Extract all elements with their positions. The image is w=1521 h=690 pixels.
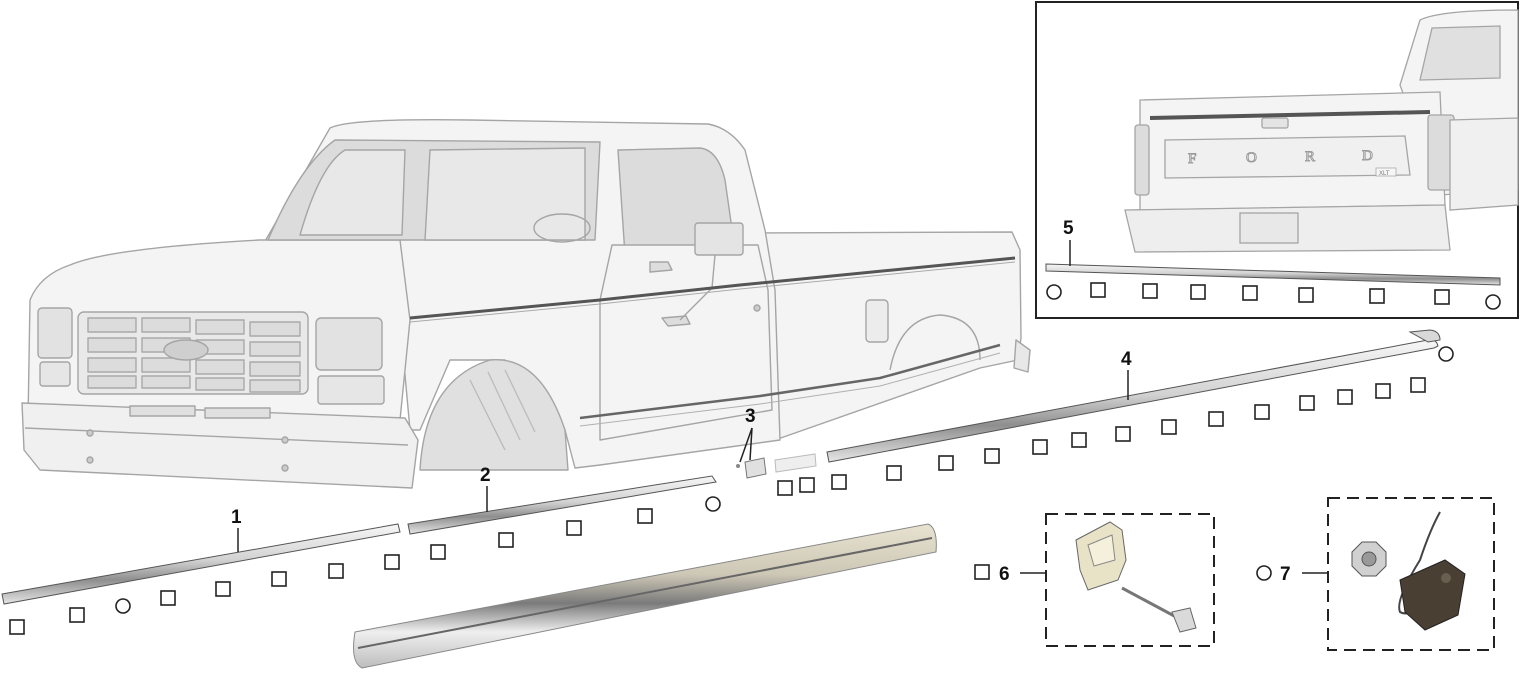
square-marker (1071, 432, 1087, 448)
flange-nut (1351, 541, 1387, 577)
square-marker (215, 581, 231, 597)
square-marker (1375, 383, 1391, 399)
square-marker (886, 465, 902, 481)
square-marker (1337, 389, 1353, 405)
callout-1: 1 (231, 507, 242, 528)
callout-2: 2 (480, 465, 491, 486)
tailgate-letter-d: D (1362, 148, 1373, 164)
square-marker (637, 508, 653, 524)
fuel-door (865, 299, 889, 343)
callout-3: 3 (745, 406, 756, 427)
square-marker (160, 590, 176, 606)
square-marker (1115, 426, 1131, 442)
molding-part-3-pieces (736, 453, 817, 479)
tailgate-badge: XLT (1379, 171, 1390, 177)
square-marker (1299, 395, 1315, 411)
circle-marker (115, 598, 131, 614)
callout-4: 4 (1121, 349, 1132, 370)
callout-5: 5 (1063, 218, 1074, 239)
square-marker (1142, 283, 1158, 299)
front-wheel-well (419, 359, 569, 471)
circle-marker (1256, 565, 1272, 581)
callout-7: 7 (1280, 564, 1291, 585)
molding-part-2 (407, 475, 717, 535)
square-marker (1434, 289, 1450, 305)
square-marker (328, 563, 344, 579)
part-6-clip-box (1045, 513, 1215, 647)
circle-marker (705, 496, 721, 512)
square-marker (799, 477, 815, 493)
part-7-retainer-box (1327, 497, 1495, 651)
molding-part-1 (1, 523, 401, 605)
retainer-clip (1399, 559, 1466, 631)
square-marker (777, 480, 793, 496)
front-bumper (21, 402, 419, 489)
square-marker (974, 564, 990, 580)
square-marker (1298, 287, 1314, 303)
square-marker (9, 619, 25, 635)
side-mirror (694, 222, 744, 256)
square-marker (566, 520, 582, 536)
square-marker (1032, 439, 1048, 455)
molding-part-4 (826, 329, 1441, 463)
tailgate-lettering: F O R D XLT (1188, 148, 1397, 177)
tailgate-inset: F O R D XLT 5 (1035, 1, 1519, 319)
rear-wheel-well (889, 314, 981, 371)
hardware-markers (9, 346, 1454, 635)
square-marker (271, 571, 287, 587)
truck-illustration (21, 118, 1031, 489)
left-headlight (37, 307, 73, 359)
square-marker (938, 455, 954, 471)
square-marker (831, 474, 847, 490)
square-marker (69, 607, 85, 623)
circle-marker (1046, 284, 1062, 300)
rivet (1121, 586, 1179, 620)
square-marker (430, 544, 446, 560)
tailgate-molding-part-5 (1045, 263, 1501, 286)
square-marker (1190, 284, 1206, 300)
right-headlight (315, 317, 383, 371)
square-marker (1208, 411, 1224, 427)
tailgate-letter-r: R (1305, 149, 1315, 165)
square-marker (1369, 288, 1385, 304)
tailgate-letter-o: O (1246, 150, 1257, 166)
tailgate-letter-f: F (1188, 151, 1196, 167)
square-marker (498, 532, 514, 548)
circle-marker (1438, 346, 1454, 362)
square-marker (1161, 419, 1177, 435)
square-marker (984, 448, 1000, 464)
square-marker (1410, 377, 1426, 393)
ford-emblem (163, 339, 209, 361)
square-marker (384, 554, 400, 570)
circle-marker (1485, 294, 1501, 310)
square-marker (1090, 282, 1106, 298)
square-marker (1254, 404, 1270, 420)
callout-leaders (237, 370, 1328, 574)
large-molding-closeup (353, 523, 937, 669)
square-marker (1242, 285, 1258, 301)
callout-6: 6 (999, 564, 1010, 585)
